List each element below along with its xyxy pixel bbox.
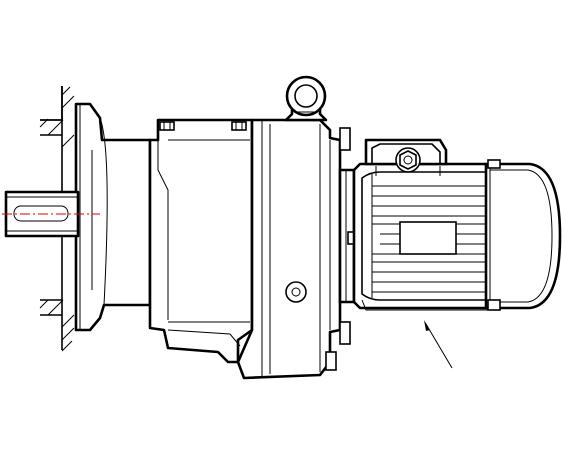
gear-housing bbox=[148, 118, 254, 364]
terminal-box bbox=[364, 138, 448, 176]
fan-cover bbox=[484, 159, 562, 311]
mounting-wall bbox=[39, 86, 75, 352]
wall-hatching-lower bbox=[39, 299, 75, 352]
lifting-eyebolt bbox=[284, 75, 328, 122]
wall-hatching-upper bbox=[39, 86, 75, 148]
intermediate-housing bbox=[236, 118, 351, 380]
leader-arrow bbox=[424, 320, 453, 369]
output-flange bbox=[74, 102, 152, 332]
electric-motor bbox=[352, 162, 496, 311]
output-shaft bbox=[2, 190, 100, 238]
motor-cooling-ribs bbox=[372, 185, 488, 293]
